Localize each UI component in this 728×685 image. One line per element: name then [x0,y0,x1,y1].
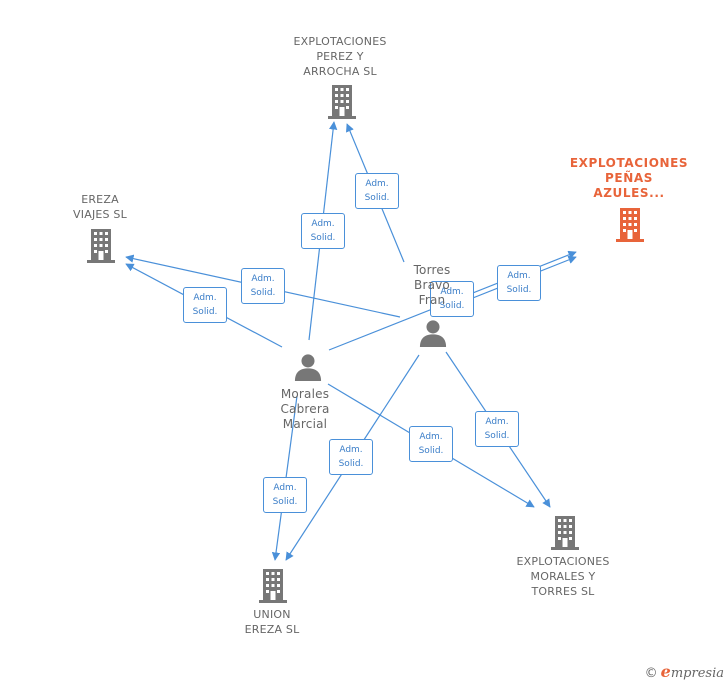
node-label-line: EXPLOTACIONES [516,555,610,568]
node-label-morales_torres[interactable]: EXPLOTACIONES MORALES Y TORRES SL [503,554,623,599]
node-label-line: EXPLOTACIONES [293,35,387,48]
edge-label-line: Adm. [339,445,363,455]
edge-label-line: Solid. [310,233,336,243]
edge-label-line: Adm. [251,274,275,284]
edge-label-line: Solid. [338,459,364,469]
edge-label-line: Adm. [440,287,464,297]
building-icon-union_ereza[interactable] [259,569,287,603]
brand-watermark: ©empresia [645,662,724,681]
building-icon-morales_torres[interactable] [551,516,579,550]
edge-label-torres_bravo-to-ereza_viajes[interactable]: Adm. Solid. [241,268,285,304]
edge-label-line: Solid. [484,431,510,441]
edge-label-torres_bravo-to-morales_torres[interactable]: Adm. Solid. [475,411,519,447]
edge-label-line: Solid. [192,307,218,317]
node-label-line: Fran [418,293,446,307]
edge-label-torres_bravo-to-union_ereza[interactable]: Adm. Solid. [329,439,373,475]
edge-label-line: Solid. [250,288,276,298]
edge-label-morales_cabrera-to-morales_torres[interactable]: Adm. Solid. [409,426,453,462]
edge-label-line: Adm. [311,219,335,229]
copyright-mark: © [644,666,658,681]
brand-initial: e [660,662,671,681]
edge-label-line: Adm. [419,432,443,442]
building-icon-ereza_viajes[interactable] [87,229,115,263]
node-label-line: PEÑAS [605,171,653,185]
node-label-line: EREZA SL [244,623,300,636]
edge-label-torres_bravo-to-perez_arrocha[interactable]: Adm. Solid. [355,173,399,209]
edge-label-line: Solid. [439,301,465,311]
edge-label-morales_cabrera-to-perez_arrocha[interactable]: Adm. Solid. [301,213,345,249]
node-label-line: PEREZ Y [316,50,364,63]
edge-label-line: Adm. [485,417,509,427]
node-label-line: Cabrera [280,402,330,416]
node-label-line: AZULES... [593,186,665,200]
node-label-line: TORRES SL [531,585,595,598]
person-icon-morales_cabrera[interactable] [294,354,322,381]
node-label-union_ereza[interactable]: UNION EREZA SL [227,607,317,637]
node-label-line: Torres [413,263,451,277]
edge-label-morales_cabrera-to-ereza_viajes[interactable]: Adm. Solid. [183,287,227,323]
edge-label-torres_bravo-to-penas_azules[interactable]: Adm. Solid. [497,265,541,301]
edge-label-line: Solid. [506,285,532,295]
node-label-line: VIAJES SL [73,208,127,221]
edge-label-line: Adm. [365,179,389,189]
brand-name: mpresia [670,666,724,681]
building-icon-penas_azules[interactable] [616,208,644,242]
node-label-perez_arrocha[interactable]: EXPLOTACIONES PEREZ Y ARROCHA SL [280,34,400,79]
edge-label-line: Solid. [364,193,390,203]
edge-label-line: Adm. [273,483,297,493]
node-label-ereza_viajes[interactable]: EREZA VIAJES SL [55,192,145,222]
node-label-line: Bravo [414,278,450,292]
node-label-line: ARROCHA SL [303,65,377,78]
node-label-line: Morales [280,387,330,401]
node-label-line: Marcial [282,417,328,431]
edge-label-line: Solid. [418,446,444,456]
node-label-line: UNION [253,608,291,621]
edge-label-line: Adm. [193,293,217,303]
edge-label-line: Adm. [507,271,531,281]
edge-label-morales_cabrera-to-penas_azules[interactable]: Adm. Solid. [430,281,474,317]
node-label-line: EXPLOTACIONES [569,156,689,170]
node-label-line: MORALES Y [530,570,596,583]
node-label-line: EREZA [81,193,119,206]
person-icon-torres_bravo[interactable] [419,320,447,347]
building-icon-perez_arrocha[interactable] [328,85,356,119]
edge-label-line: Solid. [272,497,298,507]
edge-label-morales_cabrera-to-union_ereza[interactable]: Adm. Solid. [263,477,307,513]
